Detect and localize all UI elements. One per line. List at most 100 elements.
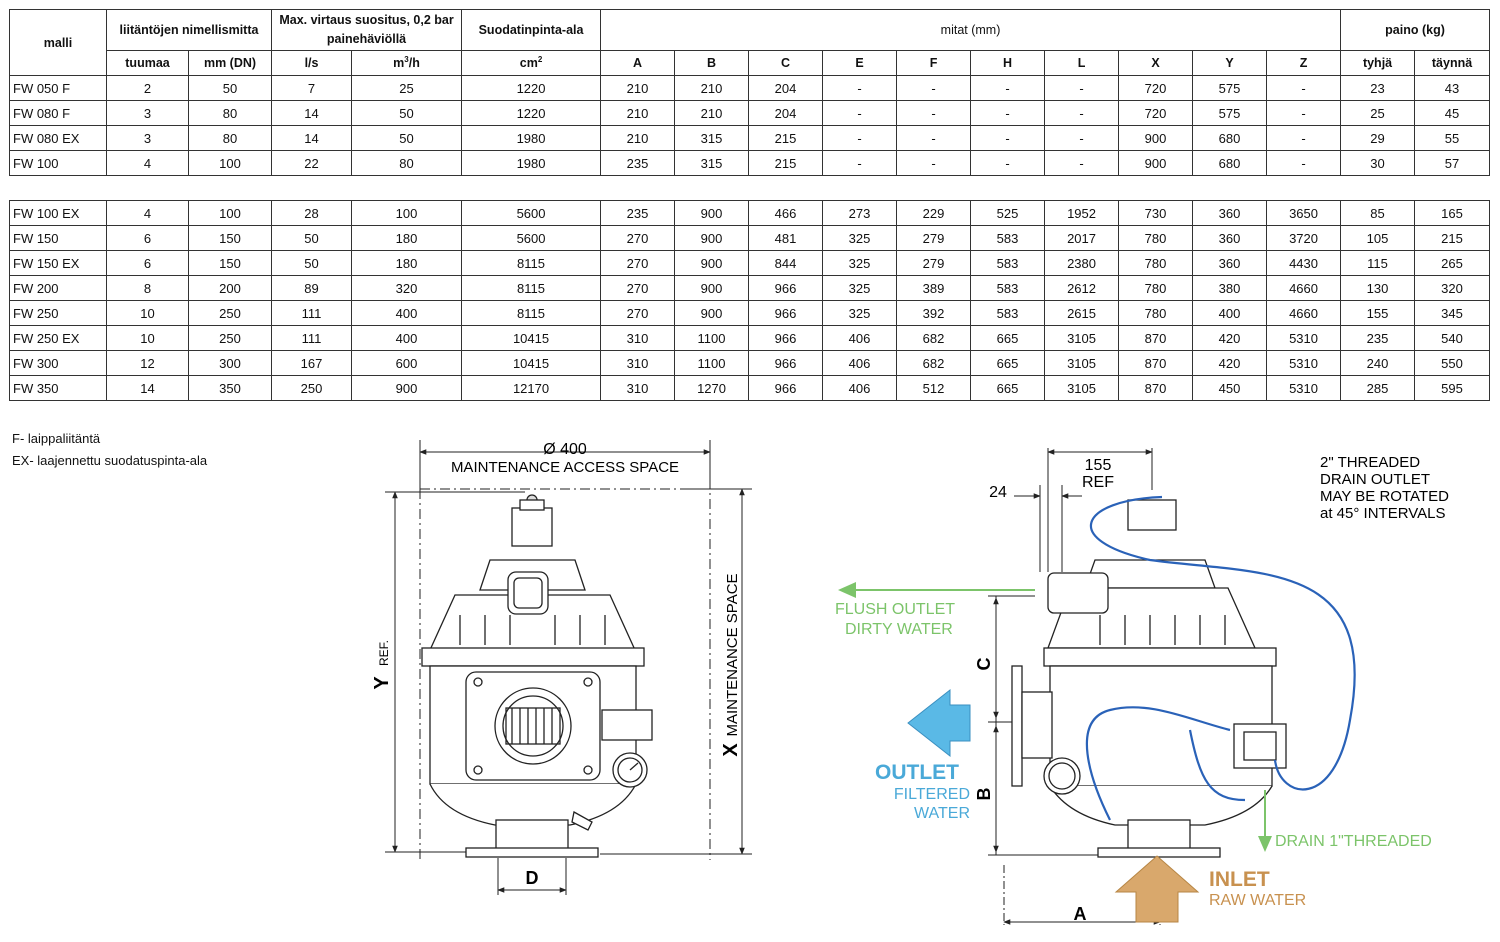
table-cell: -	[896, 150, 972, 176]
table-cell: 235	[600, 200, 676, 226]
table-cell: 3720	[1266, 225, 1342, 251]
table-cell: 966	[748, 275, 824, 301]
table-cell: 2615	[1044, 300, 1120, 326]
table-cell: 279	[896, 250, 972, 276]
table-cell: 5310	[1266, 375, 1342, 401]
table-cell: 14	[106, 375, 189, 401]
table-cell: 900	[674, 200, 750, 226]
table-cell: 150	[187, 250, 273, 276]
sub-m3h: m3/h	[351, 50, 463, 76]
table-cell: 43	[1414, 75, 1491, 101]
label-raw-water: RAW WATER	[1209, 892, 1306, 909]
table-cell: 406	[822, 375, 898, 401]
table-cell: 8115	[461, 300, 602, 326]
table-cell: 100	[351, 200, 463, 226]
table-cell: 420	[1192, 325, 1268, 351]
table-cell: 12170	[461, 375, 602, 401]
sub-tyhja: tyhjä	[1340, 50, 1416, 76]
table-cell: 2380	[1044, 250, 1120, 276]
table-cell: 285	[1340, 375, 1416, 401]
table-cell: 900	[674, 275, 750, 301]
table-cell: 3	[106, 125, 189, 151]
table-cell: 325	[822, 250, 898, 276]
table-cell: 900	[674, 300, 750, 326]
table-cell: 360	[1192, 225, 1268, 251]
label-y-ref: REF.	[377, 640, 391, 666]
model-cell: FW 150	[9, 225, 107, 251]
table-cell: 966	[748, 325, 824, 351]
table-cell: 310	[600, 325, 676, 351]
table-cell: -	[822, 100, 898, 126]
table-cell: 250	[271, 375, 353, 401]
table-cell: 360	[1192, 250, 1268, 276]
outlet-arrow	[907, 688, 971, 758]
table-cell: 780	[1118, 300, 1194, 326]
table-cell: 45	[1414, 100, 1491, 126]
table-cell: 325	[822, 225, 898, 251]
table-cell: 270	[600, 300, 676, 326]
label-d: D	[526, 868, 539, 888]
table-cell: 25	[351, 75, 463, 101]
table-cell: 12	[106, 350, 189, 376]
label-x: X	[720, 743, 742, 757]
label-c: C	[974, 658, 994, 671]
table-cell: 5310	[1266, 350, 1342, 376]
label-ref: REF	[1082, 474, 1114, 491]
table-cell: 5310	[1266, 325, 1342, 351]
table-cell: 315	[674, 150, 750, 176]
table-cell: 481	[748, 225, 824, 251]
label-maintenance-access: MAINTENANCE ACCESS SPACE	[451, 459, 679, 476]
table-cell: 682	[896, 325, 972, 351]
note-extended: EX- laajennettu suodatuspinta-ala	[12, 453, 208, 468]
table-cell: 583	[970, 275, 1046, 301]
table-cell: 2017	[1044, 225, 1120, 251]
sub-cm2: cm2	[461, 50, 602, 76]
sub-c: C	[748, 50, 824, 76]
label-inlet: INLET	[1209, 868, 1270, 891]
table-cell: 665	[970, 350, 1046, 376]
table-cell: 167	[271, 350, 353, 376]
sub-x: X	[1118, 50, 1194, 76]
table-cell: 7	[271, 75, 353, 101]
table-cell: 900	[1118, 150, 1194, 176]
table-cell: 57	[1414, 150, 1491, 176]
table-cell: 325	[822, 275, 898, 301]
sub-h: H	[970, 50, 1046, 76]
table-cell: 270	[600, 225, 676, 251]
table-cell: 1952	[1044, 200, 1120, 226]
model-cell: FW 150 EX	[9, 250, 107, 276]
table-cell: 844	[748, 250, 824, 276]
model-cell: FW 300	[9, 350, 107, 376]
table-cell: 50	[351, 100, 463, 126]
table-cell: 1270	[674, 375, 750, 401]
table-cell: 85	[1340, 200, 1416, 226]
table-cell: 50	[271, 250, 353, 276]
table-cell: 4	[106, 200, 189, 226]
table-cell: 966	[748, 375, 824, 401]
label-maintenance-space: MAINTENANCE SPACE	[724, 573, 741, 736]
drain-hoses	[1085, 495, 1356, 821]
table-cell: 165	[1414, 200, 1491, 226]
label-24: 24	[989, 484, 1007, 501]
table-cell: 325	[822, 300, 898, 326]
table-cell: 450	[1192, 375, 1268, 401]
table-cell: 210	[600, 125, 676, 151]
table-cell: 8115	[461, 275, 602, 301]
table-cell: 389	[896, 275, 972, 301]
table-cell: -	[1044, 100, 1120, 126]
sub-ls: l/s	[271, 50, 353, 76]
table-cell: -	[970, 75, 1046, 101]
table-cell: 320	[351, 275, 463, 301]
label-drain-outlet-1: 2" THREADED	[1320, 454, 1420, 471]
table-cell: 310	[600, 375, 676, 401]
table-cell: 466	[748, 200, 824, 226]
